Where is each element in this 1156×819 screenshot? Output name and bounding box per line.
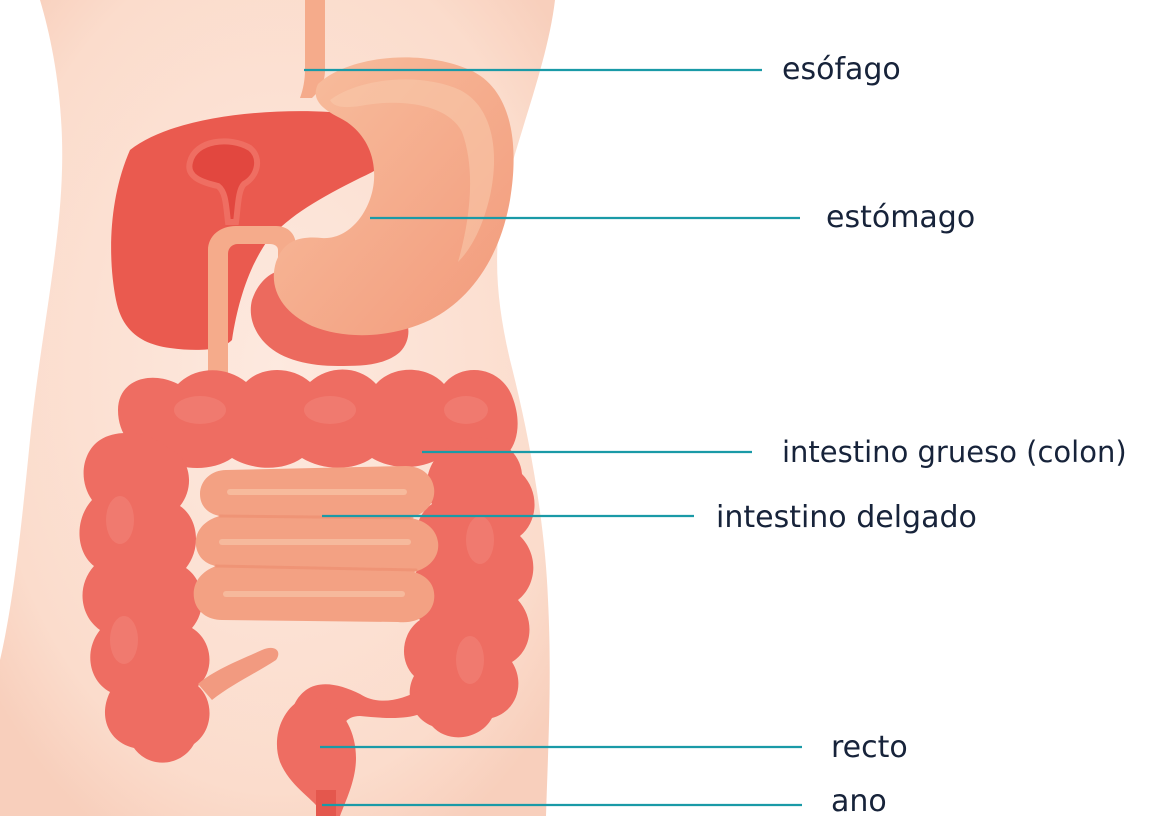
small-intestine-shape [194,466,439,622]
anus-shape [316,790,336,816]
label-ano: ano [831,787,887,817]
label-delgado: intestino delgado [716,503,977,533]
label-esofago: esófago [782,55,901,85]
label-recto: recto [831,733,908,763]
label-colon: intestino grueso (colon) [782,438,1127,467]
label-estomago: estómago [826,203,975,233]
